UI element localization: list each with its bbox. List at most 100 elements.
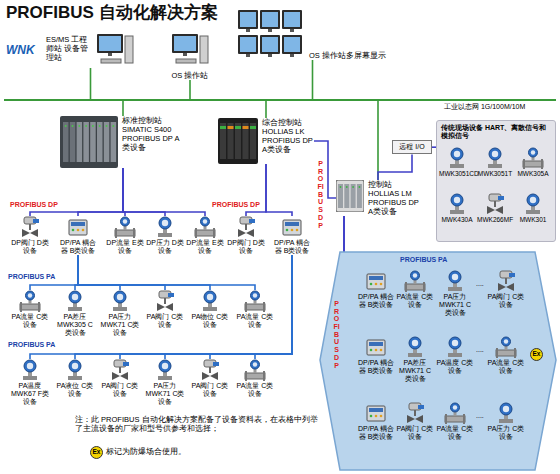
device-icon xyxy=(444,402,466,424)
fieldbus-link xyxy=(78,255,255,290)
drawing-part xyxy=(502,337,511,346)
node-label: 控制站 HOLLiAS LM PROFIBUS DP A类设备 xyxy=(368,180,420,216)
workstation: OS 操作站多屏幕显示 xyxy=(236,8,389,60)
drawing-part xyxy=(203,307,217,311)
device-icon xyxy=(365,402,387,424)
drawing-part xyxy=(69,220,87,235)
drawing-part xyxy=(60,116,118,168)
drawing-part xyxy=(115,228,117,238)
fieldbus-link xyxy=(30,255,78,290)
drawing-part xyxy=(210,372,218,380)
drawing-part xyxy=(488,164,502,168)
drawing-part xyxy=(245,371,247,381)
drawing-part xyxy=(240,12,256,27)
drawing-part xyxy=(291,229,294,232)
drawing-part xyxy=(450,164,464,168)
device-icon xyxy=(64,290,86,312)
device-icon xyxy=(484,147,506,169)
drawing-part xyxy=(112,125,114,127)
drawing-part xyxy=(183,53,187,56)
drawing-part xyxy=(283,220,301,235)
drawing-part xyxy=(38,302,40,312)
bus-label: PROFIBUS PA xyxy=(8,273,55,281)
node-label: DP/PA 耦合器 B类设备 xyxy=(57,239,99,255)
field-device: PA压力 MWK71 C类设备 xyxy=(99,290,141,337)
drawing-part xyxy=(268,29,272,32)
drawing-part xyxy=(218,118,258,164)
drawing-part xyxy=(489,148,501,160)
field-device: DP/PA 耦合器 B类设备 xyxy=(356,336,396,375)
ellipsis: .... xyxy=(476,412,484,420)
node-label: PA温度 MWK67 F类设备 xyxy=(9,382,51,406)
drawing-part xyxy=(174,36,196,51)
drawing-part xyxy=(235,123,241,159)
drawing-part xyxy=(200,36,208,63)
drawing-part xyxy=(63,122,69,162)
field-device: PA阀门 C类设备 xyxy=(487,270,525,309)
drawing-part xyxy=(238,229,246,237)
drawing-part xyxy=(245,373,265,379)
drawing-part xyxy=(290,29,294,32)
control-station: 控制站 HOLLiAS LM PROFIBUS DP A类设备 xyxy=(336,180,420,216)
node-label: PA压力 C类设备 xyxy=(487,425,525,441)
device-icon xyxy=(522,193,544,215)
drawing-part xyxy=(340,186,342,188)
bus-label: PROFIBUS DP xyxy=(317,160,324,229)
device-icon xyxy=(495,336,517,358)
device-icon xyxy=(67,216,89,238)
fieldbus-link xyxy=(30,168,123,216)
drawing-part xyxy=(262,12,278,27)
node-label: 标准控制站 SIMATIC S400 PROFIBUS DP A类设备 xyxy=(122,116,186,152)
drawing-part xyxy=(499,419,513,423)
node-label: PA阀门 C类设备 xyxy=(189,382,231,398)
drawing-part xyxy=(82,229,85,232)
field-device: PA温度 MWK67 F类设备 xyxy=(9,359,51,406)
drawing-part xyxy=(541,159,543,169)
device-icon xyxy=(194,216,216,238)
drawing-part xyxy=(83,122,89,162)
node-label: PA物位 C类设备 xyxy=(189,313,231,329)
drawing-part xyxy=(448,353,462,357)
device-icon xyxy=(154,216,176,238)
drawing-part xyxy=(213,362,219,366)
drawing-part xyxy=(523,159,525,169)
drawing-part xyxy=(380,283,383,286)
network-label: 工业以态网 1G/100M/10M xyxy=(444,103,525,111)
node-label: DP/PA 耦合器 B类设备 xyxy=(356,359,396,375)
device-icon xyxy=(446,193,468,215)
drawing-part xyxy=(336,180,364,212)
node-label: PA流量 C类设备 xyxy=(234,382,276,398)
drawing-part xyxy=(201,217,210,226)
note-text: 标记为防爆场合使用。 xyxy=(106,448,186,457)
field-device: DP流量 E类设备 xyxy=(104,216,146,255)
node-label: 传统现场设备 HART、离散信号和模拟信号 xyxy=(441,124,551,141)
node-label: DP阀门 D类设备 xyxy=(225,239,267,255)
bus-label: PROFIBUS DP xyxy=(333,300,340,369)
drawing-part xyxy=(452,340,458,346)
drawing-part xyxy=(162,363,168,369)
drawing-part xyxy=(168,293,174,297)
field-device: MWK266MF xyxy=(477,193,513,223)
node-label: PA流量 C类设备 xyxy=(9,313,51,329)
remote-io-box: 远程 I/O xyxy=(392,140,432,154)
node-label: OS 操作站多屏幕显示 xyxy=(309,51,389,60)
drawing-part xyxy=(452,274,458,280)
drawing-part xyxy=(195,230,215,236)
drawing-part xyxy=(23,376,37,380)
drawing-part xyxy=(70,122,76,162)
node-label: ES/MS 工程师站 设备管理站 xyxy=(46,35,92,62)
drawing-part xyxy=(415,415,423,423)
node-label: DP阀门 D类设备 xyxy=(9,239,51,255)
drawing-part xyxy=(453,405,457,409)
drawing-part xyxy=(195,228,197,238)
drawing-part xyxy=(487,206,495,214)
drawing-part xyxy=(27,363,33,369)
node-label: MWK3051CD xyxy=(439,170,475,177)
drawing-part xyxy=(157,303,165,311)
drawing-part xyxy=(370,415,373,418)
node-label: PA差压 MWK71 C类设备 xyxy=(396,359,434,383)
drawing-part xyxy=(504,339,508,343)
fieldbus-link xyxy=(378,154,412,180)
ellipsis: .... xyxy=(476,280,484,288)
ex-symbol: Ex xyxy=(90,446,103,459)
